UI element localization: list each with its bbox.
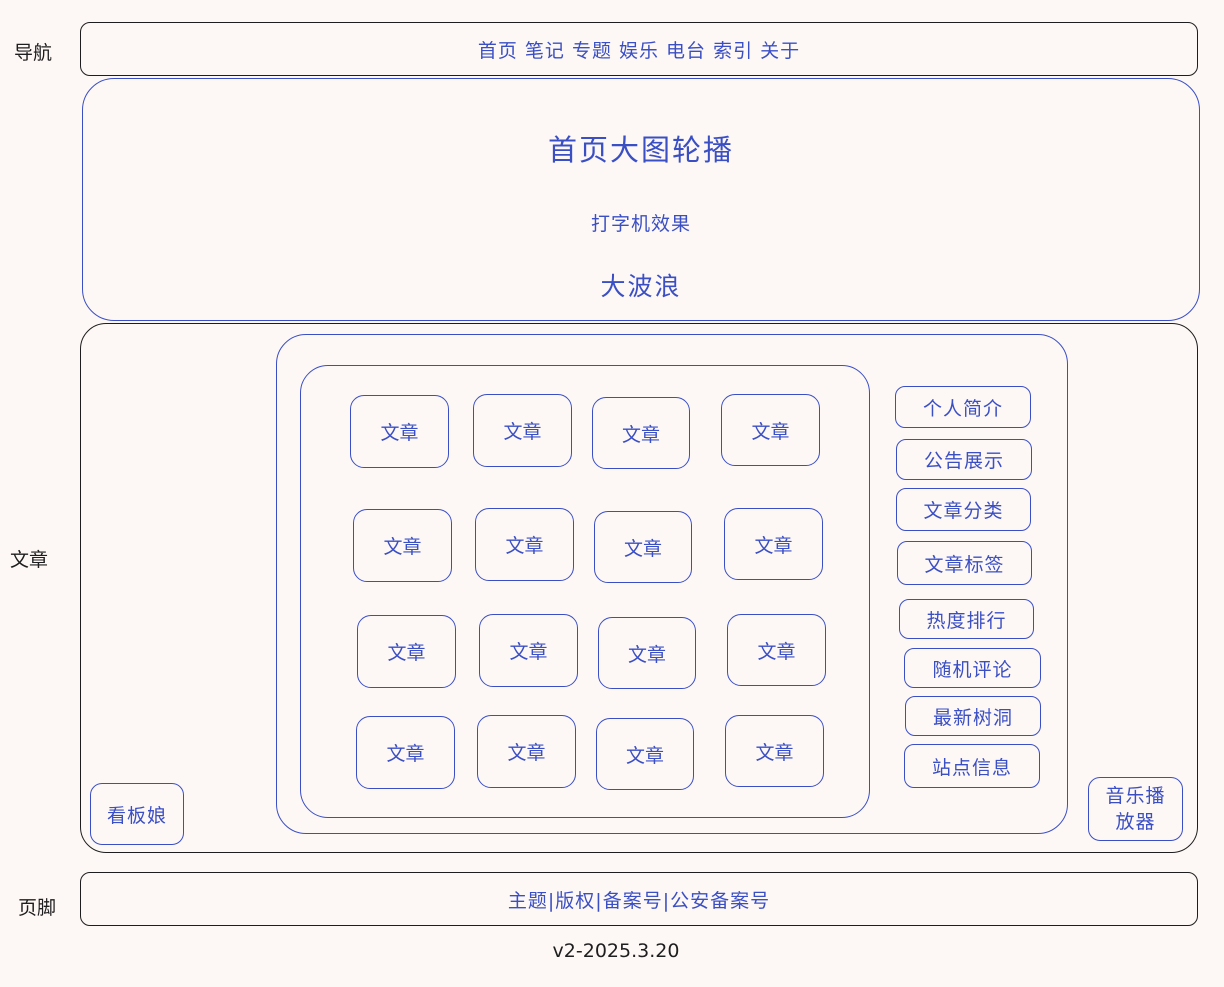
content-container: [276, 334, 1068, 834]
article-card[interactable]: 文章: [725, 715, 824, 787]
article-card[interactable]: 文章: [592, 397, 690, 469]
article-card[interactable]: 文章: [594, 511, 692, 583]
nav-links[interactable]: 首页 笔记 专题 娱乐 电台 索引 关于: [477, 39, 801, 62]
footer-section-label: 页脚: [18, 897, 57, 919]
article-card[interactable]: 文章: [479, 614, 578, 687]
music-player-widget[interactable]: 音乐播 放器: [1088, 777, 1183, 841]
article-card[interactable]: 文章: [727, 614, 826, 686]
footer-links[interactable]: 主题|版权|备案号|公安备案号: [507, 889, 771, 912]
widget-trending[interactable]: 热度排行: [899, 599, 1034, 639]
widget-random-comments[interactable]: 随机评论: [904, 648, 1041, 688]
widget-announcement[interactable]: 公告展示: [896, 439, 1032, 480]
main-content-area: [80, 323, 1198, 853]
article-card[interactable]: 文章: [596, 718, 694, 790]
wave-effect: 大波浪: [600, 272, 682, 301]
article-card[interactable]: 文章: [721, 394, 820, 466]
article-card[interactable]: 文章: [477, 715, 576, 788]
article-grid: [300, 365, 870, 818]
article-card[interactable]: 文章: [357, 615, 456, 688]
widget-categories[interactable]: 文章分类: [896, 488, 1031, 531]
article-card[interactable]: 文章: [598, 617, 696, 689]
widget-tags[interactable]: 文章标签: [897, 541, 1032, 585]
widget-site-info[interactable]: 站点信息: [904, 744, 1040, 788]
widget-tree-hole[interactable]: 最新树洞: [905, 696, 1041, 736]
nav-section-label: 导航: [14, 42, 53, 64]
article-card[interactable]: 文章: [473, 394, 572, 467]
typewriter-effect: 打字机效果: [590, 213, 691, 235]
article-card[interactable]: 文章: [356, 716, 455, 789]
article-section-label: 文章: [10, 549, 49, 571]
version-label: v2-2025.3.20: [552, 940, 680, 962]
article-card[interactable]: 文章: [350, 395, 449, 468]
footer-bar: 主题|版权|备案号|公安备案号: [80, 872, 1198, 926]
widget-profile[interactable]: 个人简介: [895, 386, 1031, 428]
article-card[interactable]: 文章: [724, 508, 823, 580]
mascot-widget[interactable]: 看板娘: [90, 783, 184, 845]
article-card[interactable]: 文章: [353, 509, 452, 582]
hero-title: 首页大图轮播: [547, 133, 734, 167]
hero-banner: 首页大图轮播 打字机效果 大波浪: [82, 78, 1200, 321]
nav-bar: 首页 笔记 专题 娱乐 电台 索引 关于: [80, 22, 1198, 76]
article-card[interactable]: 文章: [475, 508, 574, 581]
